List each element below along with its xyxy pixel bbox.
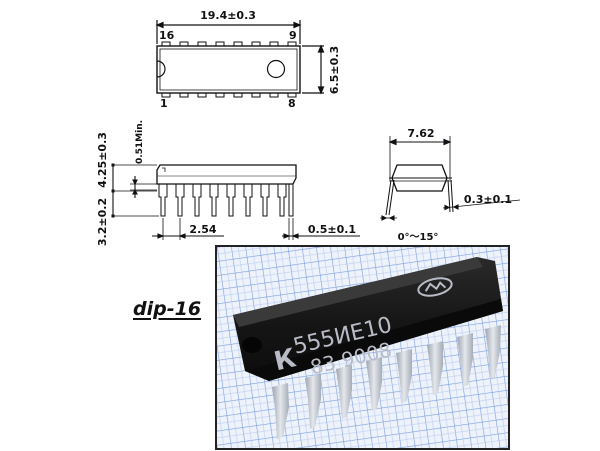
lead-width-dimension: 0.5±0.1 (308, 223, 356, 236)
chip-notch (242, 337, 262, 353)
pin-label-16: 16 (159, 29, 175, 42)
chip-leads (272, 325, 501, 439)
photo-illustration: К 555ИЕ10 83 9008 (217, 247, 508, 448)
chip-photo: К 555ИЕ10 83 9008 (215, 245, 510, 450)
length-dimension: 19.4±0.3 (200, 9, 256, 22)
lead-angle-dimension: 0°～15° (398, 232, 439, 243)
standoff-dimension: 0.51Min. (135, 120, 145, 164)
side-view (111, 163, 360, 240)
body-height-dimension: 4.25±0.3 (96, 132, 109, 188)
lead-length-dimension: 3.2±0.2 (96, 198, 109, 246)
pitch-dimension: 2.54 (189, 223, 216, 236)
pin-label-9: 9 (289, 29, 297, 42)
end-view (380, 136, 521, 221)
lead-thickness-dimension: 0.3±0.1 (464, 193, 512, 206)
row-spacing-dimension: 7.62 (407, 127, 434, 140)
pin-label-8: 8 (288, 97, 296, 110)
package-type-label: dip-16 (133, 298, 202, 320)
width-dimension: 6.5±0.3 (328, 46, 341, 94)
manufacturer-logo-icon (417, 277, 453, 297)
pin-label-1: 1 (160, 97, 168, 110)
top-view (155, 20, 325, 98)
